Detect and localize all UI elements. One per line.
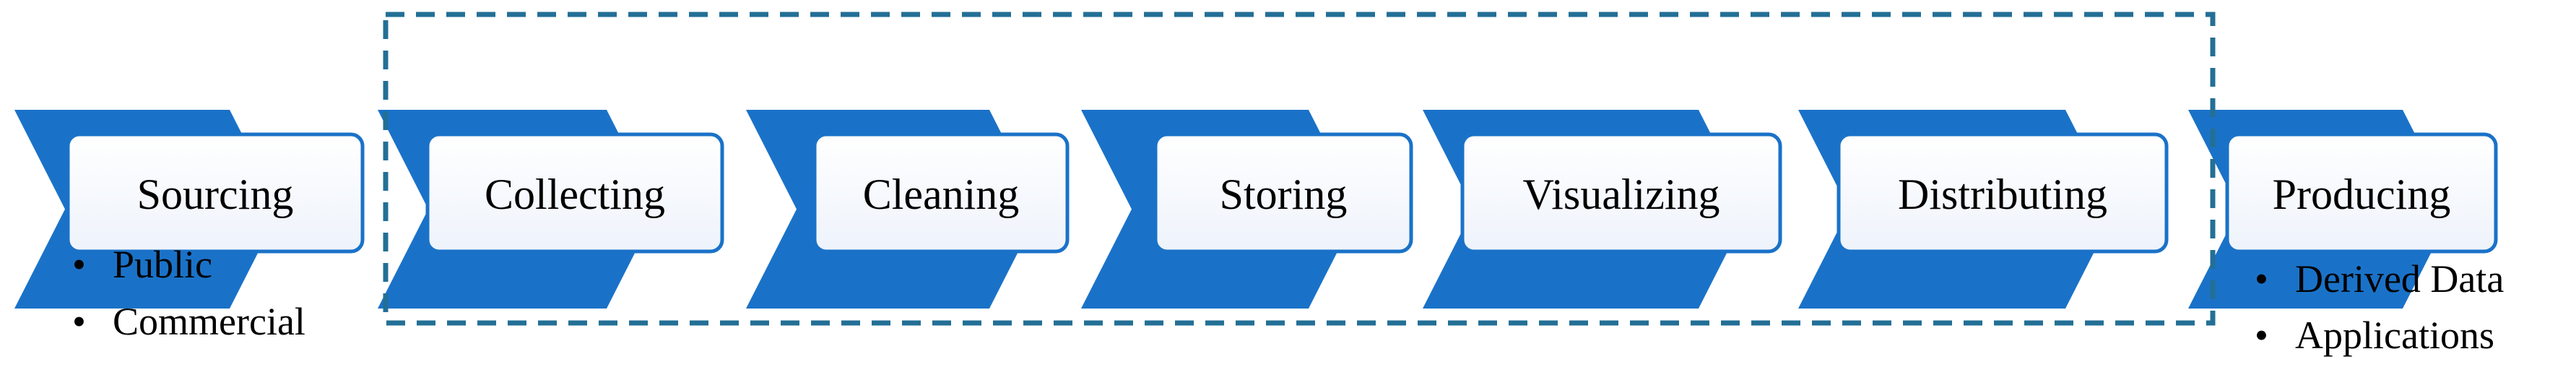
stage-storing: Storing xyxy=(1081,110,1413,309)
stage-box xyxy=(1460,132,1782,254)
stage-box xyxy=(1153,132,1413,254)
stage-label: Sourcing xyxy=(137,171,294,218)
bullet-dot: • xyxy=(2255,314,2268,357)
bullet-item-derived-data: Derived Data xyxy=(2295,257,2504,301)
stage-sourcing: Sourcing xyxy=(14,110,365,309)
stage-box xyxy=(66,132,365,254)
stage-label: Cleaning xyxy=(863,171,1020,218)
stage-collecting: Collecting xyxy=(378,110,724,309)
bullet-dot: • xyxy=(2255,257,2268,301)
pipeline-boundary xyxy=(383,12,2216,326)
stage-distributing: Distributing xyxy=(1798,110,2169,309)
bullet-dot: • xyxy=(72,300,86,343)
stage-box xyxy=(2225,132,2498,254)
bullet-dot: • xyxy=(72,243,86,286)
stage-label: Collecting xyxy=(485,171,665,218)
bullet-item-applications: Applications xyxy=(2295,314,2494,357)
stage-label: Visualizing xyxy=(1522,171,1719,218)
stage-box xyxy=(1836,132,2169,254)
stage-visualizing: Visualizing xyxy=(1423,110,1782,309)
stage-label: Distributing xyxy=(1898,171,2107,218)
bullet-item-commercial: Commercial xyxy=(113,300,305,343)
stage-box xyxy=(812,132,1070,254)
bullet-item-public: Public xyxy=(113,243,212,286)
stage-label: Producing xyxy=(2273,171,2451,218)
stage-label: Storing xyxy=(1220,171,1348,218)
stage-cleaning: Cleaning xyxy=(746,110,1070,309)
stage-producing: Producing xyxy=(2188,110,2498,309)
stage-box xyxy=(425,132,724,254)
